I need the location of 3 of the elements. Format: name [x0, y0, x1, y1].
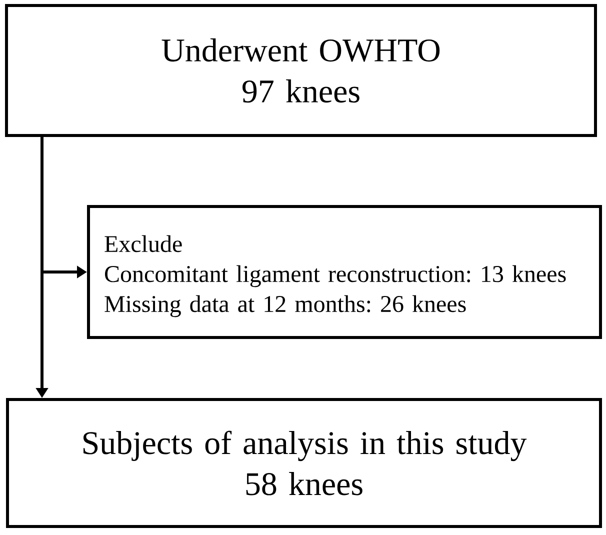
process-box: Underwent OWHTO 97 knees	[5, 4, 597, 137]
exclusion-box: Exclude Concomitant ligament reconstruction: 13 knees Missing data at 12 months: 26 knees	[87, 205, 602, 339]
process-box: Subjects of analysis in this study 58 knees	[6, 398, 602, 528]
